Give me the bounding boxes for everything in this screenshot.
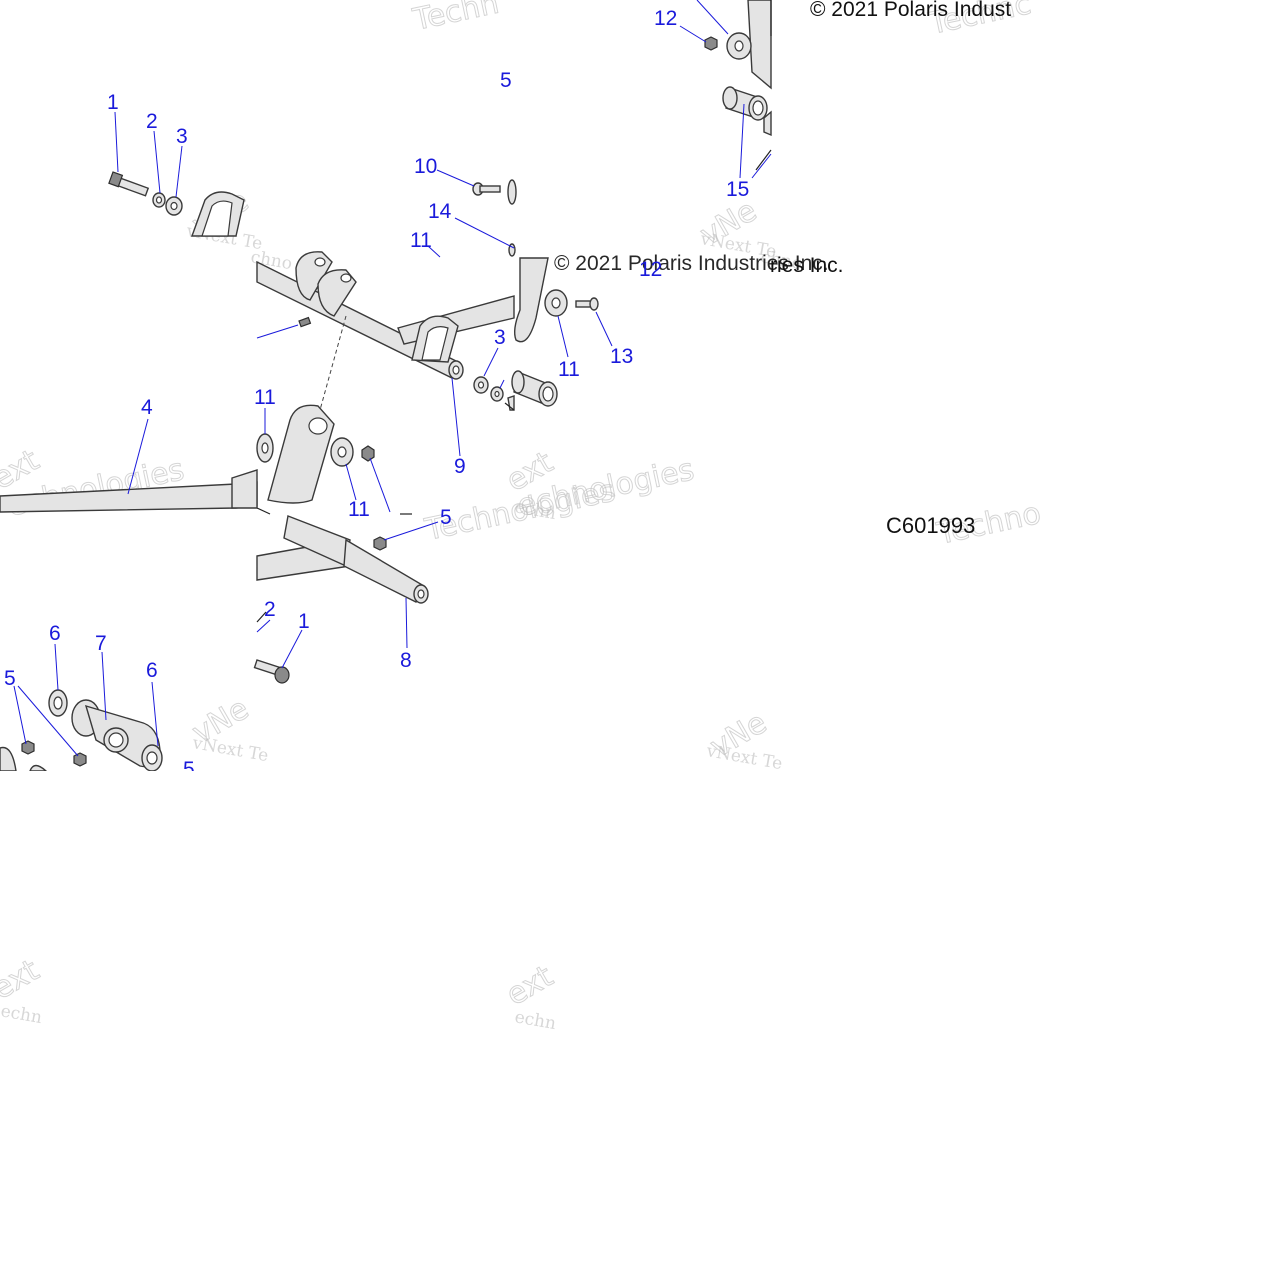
- tile-top-right: [704, 0, 772, 137]
- nut-part: [704, 36, 718, 51]
- tile-crop-mask: [0, 771, 257, 785]
- callout-number: 12: [654, 7, 677, 30]
- callout-number: 5: [440, 506, 452, 529]
- figure-id: C601993: [886, 513, 975, 538]
- callout-number: 10: [414, 155, 437, 178]
- bolt-part: [108, 171, 150, 197]
- copyright-notice: © 2021 Polaris Indust: [810, 0, 1011, 21]
- bolt-part: [253, 659, 290, 684]
- callout-number: 3: [176, 125, 188, 148]
- tab-hole: [314, 257, 326, 267]
- callout-number: 11: [410, 229, 432, 252]
- callout-number: 5: [500, 69, 512, 92]
- grease-fitting-part: [21, 740, 35, 755]
- callout-number: 6: [146, 659, 158, 682]
- tab-hole: [340, 273, 352, 283]
- callout-number: 1: [107, 91, 119, 114]
- callout-number: 6: [49, 622, 61, 645]
- washer-hole: [261, 442, 269, 454]
- callouts: 1 2 3 5 10 14 11 12 15 12 4 11 11 9 3 5 …: [4, 7, 749, 781]
- copyright-notice: ries Inc.: [770, 254, 844, 277]
- tile-top-middle: [472, 179, 517, 257]
- callout-number: 3: [494, 326, 506, 349]
- a-arm-tube-part: [343, 538, 425, 603]
- callout-number: 15: [726, 178, 749, 201]
- u-bracket-inner: [421, 326, 449, 361]
- frame-part: [763, 110, 772, 137]
- callout-number: 5: [183, 758, 195, 781]
- nut-part: [361, 445, 375, 462]
- copyright-notice: © 2021 Polaris Industries Inc.: [554, 252, 829, 275]
- washer-hole: [494, 390, 500, 398]
- tube-end-hole: [417, 589, 425, 599]
- washer-hole: [170, 201, 178, 211]
- bearing-housing-part: [71, 699, 161, 768]
- callout-number: 14: [428, 200, 452, 223]
- grease-fitting-part: [298, 316, 312, 328]
- callout-number: 5: [4, 667, 16, 690]
- washer-part: [508, 243, 516, 257]
- watermark-fragment: ext: [501, 959, 560, 1013]
- copyright-layer: © 2021 Polaris Indust © 2021 Polaris Ind…: [554, 0, 1011, 538]
- tile-bottom-middle: [253, 515, 429, 684]
- bushing-part: [511, 370, 558, 407]
- callout-number: 1: [298, 610, 310, 633]
- clip-part: [513, 257, 549, 343]
- bolt-part: [479, 185, 501, 193]
- washer-hole: [53, 696, 63, 710]
- grease-fitting-part: [373, 536, 387, 551]
- frame-part: [28, 764, 48, 772]
- frame-part: [0, 746, 17, 772]
- watermark-fragment: ext: [0, 953, 45, 1007]
- leader-lines: [13, 0, 772, 757]
- callout-number: 2: [146, 110, 158, 133]
- callout-number: 11: [254, 386, 276, 409]
- a-arm-joint-part: [231, 469, 258, 509]
- tile-bottom-left: [0, 689, 163, 772]
- tile-top-left: [108, 171, 245, 237]
- u-bracket-inner: [201, 200, 233, 237]
- callout-number: 8: [400, 649, 412, 672]
- watermark-fragment: Techn: [409, 0, 502, 38]
- tile-center-right: [511, 257, 599, 407]
- washer-hole: [146, 751, 158, 765]
- grease-fitting-part: [73, 752, 87, 767]
- link-hole: [308, 417, 328, 435]
- callout-number: 9: [454, 455, 466, 478]
- callout-number: 11: [558, 358, 580, 381]
- tile-center: [256, 251, 515, 504]
- tile-edges: [256, 0, 772, 623]
- callout-number: 2: [264, 598, 276, 621]
- tube-end-hole: [452, 365, 460, 375]
- callout-number: 4: [141, 396, 153, 419]
- callout-number: 7: [95, 632, 107, 655]
- alignment-line: [319, 315, 347, 411]
- callout-number: 11: [348, 498, 370, 521]
- callout-number: 12: [639, 258, 662, 281]
- leader-line: [256, 324, 299, 339]
- washer-hole: [551, 297, 561, 309]
- bolt-part: [575, 297, 599, 311]
- washer-part: [507, 179, 517, 205]
- washer-hole: [155, 196, 163, 204]
- washer-hole: [477, 381, 485, 389]
- washer-hole: [734, 40, 744, 52]
- watermark-line: echn: [513, 1007, 557, 1034]
- bushing-part: [722, 86, 768, 121]
- callout-number: 13: [610, 345, 633, 368]
- washer-hole: [337, 446, 347, 458]
- watermark-line: vNext Te: [190, 733, 270, 766]
- watermark-line: echn: [0, 1001, 44, 1028]
